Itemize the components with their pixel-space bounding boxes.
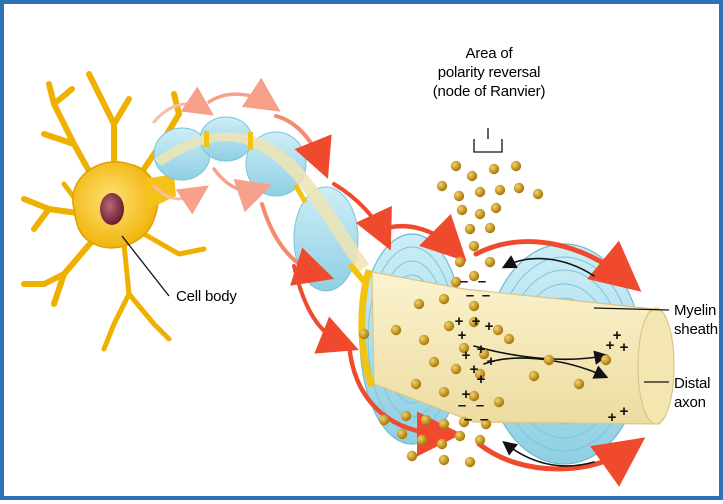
ion-dot [495, 185, 505, 195]
ion-dot [421, 415, 431, 425]
ion-dot [407, 451, 417, 461]
ion-dot [485, 257, 495, 267]
ion-dot [491, 203, 501, 213]
ion-dot [439, 294, 449, 304]
ion-dot [455, 257, 465, 267]
positive-charge: + [472, 313, 481, 330]
ion-dot [379, 415, 389, 425]
ion-dot [451, 161, 461, 171]
ion-dot [504, 334, 514, 344]
positive-charge: + [477, 341, 486, 358]
myelin-sheath-label: Myelin sheath [674, 301, 718, 339]
positive-charge: + [620, 339, 629, 356]
cell-body-label: Cell body [176, 287, 237, 306]
ion-dot [439, 455, 449, 465]
ion-dot [544, 355, 554, 365]
ion-dot [494, 397, 504, 407]
area-line-1: Area of [409, 44, 569, 63]
ion-dot [533, 189, 543, 199]
ion-dot [529, 371, 539, 381]
myelin-line-1: Myelin [674, 301, 718, 320]
ion-dot [475, 187, 485, 197]
ion-dot [439, 419, 449, 429]
positive-charge: + [477, 371, 486, 388]
myelin-line-2: sheath [674, 320, 718, 339]
ion-dot [465, 457, 475, 467]
ion-dot [457, 205, 467, 215]
ion-dot [475, 209, 485, 219]
ion-dot [444, 321, 454, 331]
ion-dot [439, 387, 449, 397]
distal-axon-label: Distal axon [674, 374, 710, 412]
ion-dot [465, 224, 475, 234]
negative-charge: – [466, 287, 474, 304]
positive-charge: + [608, 409, 617, 426]
nucleus [100, 193, 124, 225]
ion-dot [485, 223, 495, 233]
area-line-2: polarity reversal [409, 63, 569, 82]
ion-dot [419, 335, 429, 345]
distal-line-1: Distal [674, 374, 710, 393]
ion-dot [455, 431, 465, 441]
ion-dot [514, 183, 524, 193]
negative-charge: – [464, 411, 472, 428]
positive-charge: + [458, 327, 467, 344]
ion-dot [467, 171, 477, 181]
ion-dot [493, 325, 503, 335]
ion-dot [511, 161, 521, 171]
ion-dot [437, 181, 447, 191]
ion-dot [391, 325, 401, 335]
ion-dot [469, 241, 479, 251]
neuron-diagram: +++++++++++++++–––––––– [4, 4, 723, 504]
ion-dot [359, 329, 369, 339]
ion-dot [489, 164, 499, 174]
ion-dot [411, 379, 421, 389]
ion-dot [601, 355, 611, 365]
negative-charge: – [480, 411, 488, 428]
positive-charge: + [487, 353, 496, 370]
negative-charge: – [482, 287, 490, 304]
ion-dot [454, 191, 464, 201]
ion-dot [475, 435, 485, 445]
ion-dot [429, 357, 439, 367]
ion-dot [397, 429, 407, 439]
ion-dot [417, 435, 427, 445]
ion-dot [451, 364, 461, 374]
node-of-ranvier-label: Area of polarity reversal (node of Ranvi… [409, 44, 569, 101]
positive-charge: + [485, 318, 494, 335]
area-line-3: (node of Ranvier) [409, 82, 569, 101]
distal-axon-end [638, 308, 674, 424]
positive-charge: + [620, 403, 629, 420]
ion-dot [574, 379, 584, 389]
ion-dot [401, 411, 411, 421]
distal-line-2: axon [674, 393, 710, 412]
ion-dot [437, 439, 447, 449]
ion-dot [414, 299, 424, 309]
